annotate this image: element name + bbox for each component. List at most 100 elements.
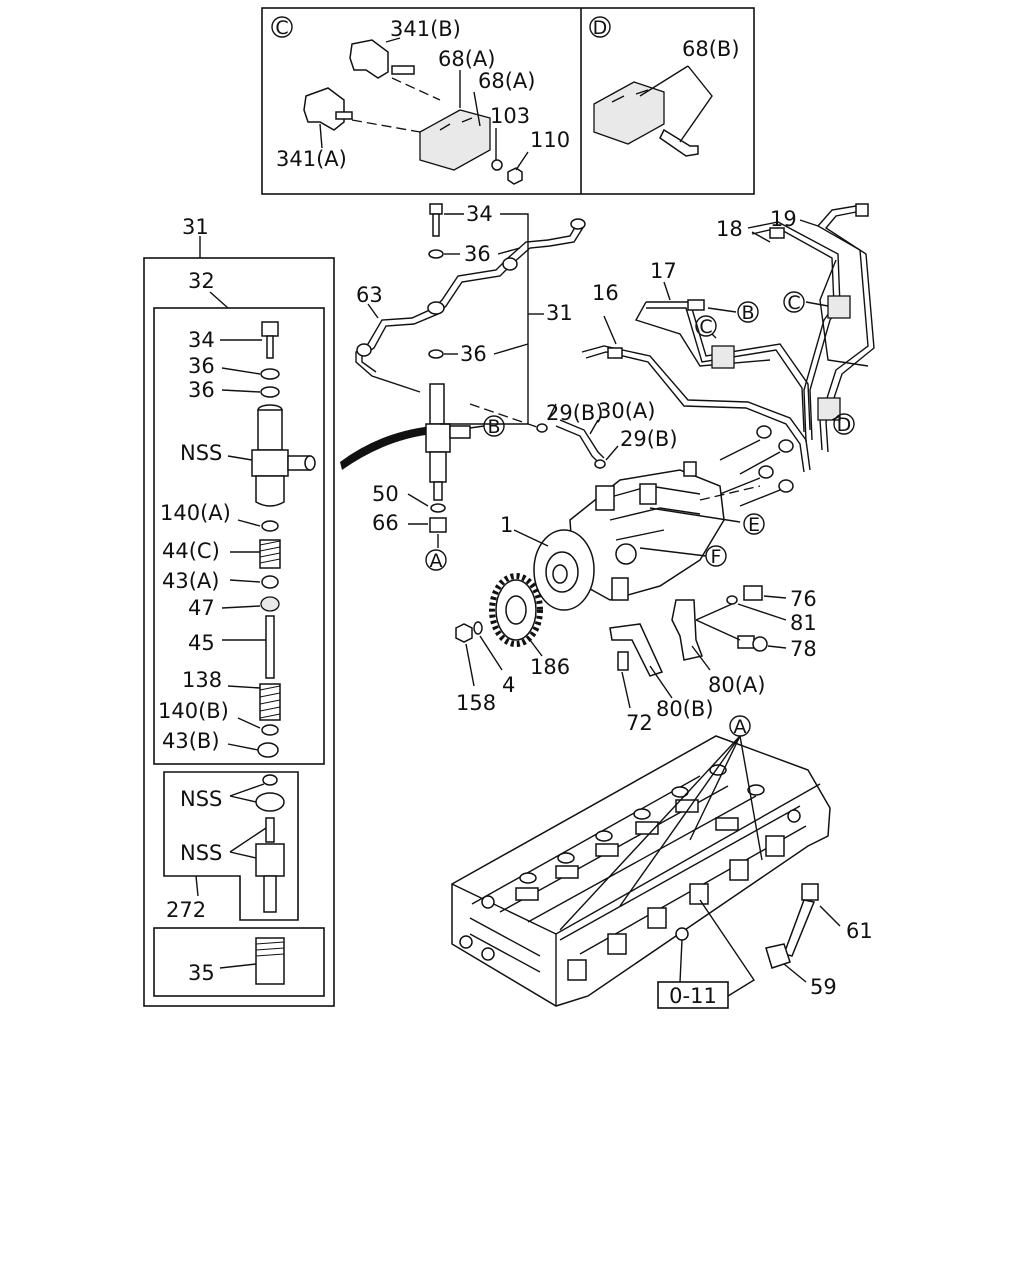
label-36: 36 [188, 354, 215, 378]
bracket-80b [609, 623, 664, 677]
injector-tip [433, 481, 443, 501]
washer-140b [261, 724, 279, 736]
bolt [659, 128, 699, 157]
label-80a: 80(A) [708, 673, 765, 697]
clamp [827, 295, 851, 319]
injector-collar [251, 449, 289, 477]
label-31: 31 [546, 301, 573, 325]
label-50: 50 [372, 482, 399, 506]
label-72: 72 [626, 711, 653, 735]
bolt-72 [617, 651, 629, 671]
detail-d: D 68(B) [589, 16, 740, 157]
bolt-78 [737, 635, 755, 649]
return-fittings: 29(B) 30(A) 29(B) [536, 399, 678, 469]
injector-inlet [449, 425, 471, 439]
clamp-68a [419, 109, 491, 171]
label-138: 138 [182, 668, 222, 692]
callout-a: A [430, 550, 443, 572]
washer-36 [260, 368, 280, 380]
pipe-nut [756, 425, 772, 439]
label-66: 66 [372, 511, 399, 535]
banjo [502, 257, 518, 271]
pipe-end [855, 203, 869, 217]
callout-c: C [787, 292, 800, 314]
label-34: 34 [188, 328, 215, 352]
pipe-nut [778, 439, 794, 453]
banjo [427, 301, 445, 315]
sleeve-35 [255, 937, 285, 985]
pipe-end [607, 347, 623, 359]
label-43a: 43(A) [162, 569, 219, 593]
label-44c: 44(C) [162, 539, 220, 563]
main-injector: A 63 34 36 36 31 50 66 B [355, 202, 586, 572]
washer-4 [473, 621, 483, 635]
label-110: 110 [530, 128, 570, 152]
detail-c-letter: C [275, 17, 288, 39]
clamp [817, 397, 841, 421]
label-341b: 341(B) [390, 17, 461, 41]
nozzle-washer [262, 774, 278, 786]
detail-box [261, 7, 755, 195]
label-43b: 43(B) [162, 729, 220, 753]
callout-a: A [734, 716, 747, 738]
detail-d-letter: D [593, 17, 608, 39]
cylinder-head: A 0-11 [451, 715, 831, 1009]
bracket-80a [671, 599, 704, 661]
gear-186: 186 [489, 573, 570, 679]
label-272: 272 [166, 898, 206, 922]
label-68a: 68(A) [478, 69, 535, 93]
label-4: 4 [502, 673, 515, 697]
bolt-34-shank [432, 213, 440, 237]
spring-44c [259, 539, 281, 569]
seat-43b [257, 742, 279, 758]
seat-43a [261, 575, 279, 589]
callout-d: D [837, 414, 852, 436]
label-36: 36 [188, 378, 215, 402]
callout-f: F [711, 546, 722, 568]
bolt-34 [261, 321, 279, 337]
pointer-arrow [340, 426, 432, 470]
nozzle-needle [265, 817, 275, 843]
rod-45 [265, 615, 275, 679]
label-nss: NSS [180, 441, 222, 465]
injection-pipes: 16 B 17 18 19 C C D [581, 203, 875, 507]
label-140a: 140(A) [160, 501, 231, 525]
nozzle-tip [263, 875, 277, 913]
pump-fitting [683, 461, 697, 477]
banjo [356, 343, 372, 357]
pipe-end [769, 227, 785, 239]
injector-collar [425, 423, 451, 453]
pipe-nut [778, 479, 794, 493]
label-36: 36 [464, 242, 491, 266]
seal-29b [594, 459, 606, 469]
label-nss: NSS [180, 841, 222, 865]
pump-fitting [639, 483, 657, 505]
injector-box: 31 32 34 36 36 NSS 140(A) 44(C) [143, 215, 335, 1007]
washer-50 [430, 503, 446, 513]
label-31: 31 [182, 215, 209, 239]
pipe-end [570, 218, 586, 230]
label-59: 59 [810, 975, 837, 999]
label-61: 61 [846, 919, 873, 943]
pipe-nut [758, 465, 774, 479]
detail-c: C 341(B) 68(A) 68(A) 103 110 341(A) [271, 16, 570, 185]
callout-b: B [741, 302, 754, 324]
bolt-78-head [752, 636, 768, 652]
washer-36 [428, 249, 444, 259]
washer-103 [491, 159, 503, 171]
label-17: 17 [650, 259, 677, 283]
label-29b: 29(B) [546, 401, 604, 425]
label-80b: 80(B) [656, 697, 714, 721]
label-36: 36 [460, 342, 487, 366]
label-158: 158 [456, 691, 496, 715]
label-16: 16 [592, 281, 619, 305]
nut-158 [455, 623, 473, 643]
bracket-341b [349, 39, 389, 79]
pump-brackets: 76 81 78 80(A) 80(B) 72 [609, 585, 817, 735]
injection-pump: 1 E F [500, 461, 765, 611]
seal-66 [429, 517, 447, 533]
label-63: 63 [356, 283, 383, 307]
label-34: 34 [466, 202, 493, 226]
label-18: 18 [716, 217, 743, 241]
